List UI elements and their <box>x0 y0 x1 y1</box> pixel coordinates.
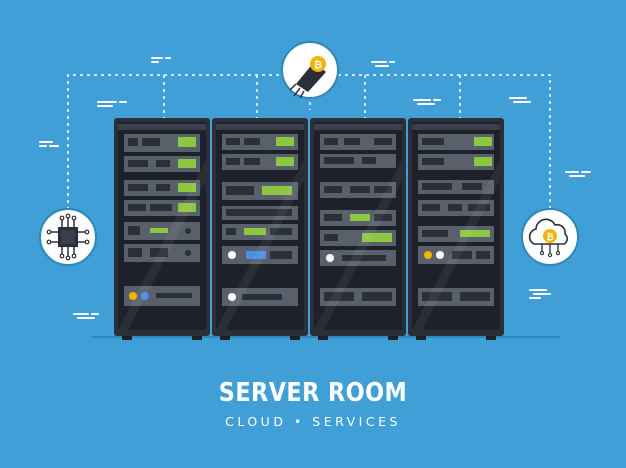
svg-text:₿: ₿ <box>546 232 553 243</box>
server-unit <box>418 154 494 170</box>
server-unit <box>320 134 396 150</box>
server-unit <box>418 134 494 150</box>
server-unit <box>418 246 494 264</box>
server-unit <box>124 222 200 240</box>
server-rack-3 <box>310 118 406 340</box>
server-rack-4 <box>408 118 504 340</box>
server-unit <box>222 224 298 240</box>
page-subtitle: CLOUD • SERVICES <box>225 414 401 429</box>
decorative-dashes <box>39 57 591 319</box>
server-unit <box>222 182 298 200</box>
server-unit <box>320 182 396 198</box>
server-unit <box>418 226 494 242</box>
bitcoin-cloud-icon: ₿ <box>521 208 579 266</box>
server-unit <box>418 288 494 306</box>
server-unit <box>124 286 200 306</box>
server-unit <box>124 134 200 152</box>
server-rack-2 <box>212 118 308 340</box>
server-unit <box>222 154 298 170</box>
server-unit <box>222 288 298 306</box>
server-unit <box>418 200 494 216</box>
server-unit <box>124 244 200 262</box>
svg-text:₿: ₿ <box>314 59 322 71</box>
server-unit <box>320 230 396 246</box>
server-unit <box>124 156 200 172</box>
server-unit <box>320 154 396 168</box>
server-unit <box>124 180 200 196</box>
cpu-chip-icon <box>39 208 97 266</box>
server-unit <box>222 134 298 150</box>
bitcoin-plug-icon: ₿ <box>281 41 339 99</box>
server-unit <box>124 200 200 216</box>
server-unit <box>418 180 494 194</box>
server-unit <box>222 246 298 264</box>
server-unit <box>222 206 298 220</box>
page-title: SERVER ROOM <box>218 378 408 408</box>
server-unit <box>320 210 396 226</box>
server-unit <box>320 288 396 306</box>
connector-lines <box>67 74 551 210</box>
server-unit <box>320 250 396 266</box>
server-rack-1 <box>114 118 210 340</box>
